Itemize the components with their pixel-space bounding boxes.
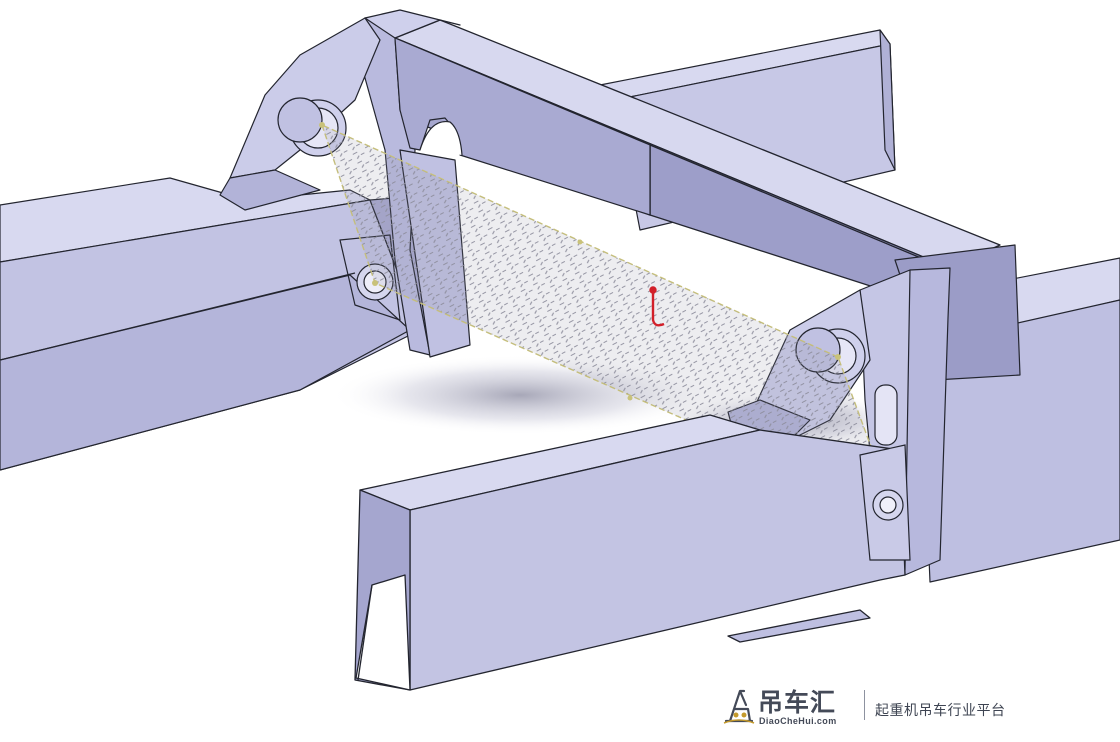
watermark-logo-text: 吊车汇: [758, 688, 837, 717]
crane-icon: [723, 689, 755, 724]
site-watermark: 吊车汇 DiaoCheHui.com 起重机吊车行业平台: [718, 682, 1058, 730]
watermark-tagline: 起重机吊车行业平台: [875, 703, 1006, 719]
front-rail-beam[interactable]: [354, 414, 906, 691]
right-leg-bottom-detail: [859, 444, 911, 561]
watermark-domain: DiaoCheHui.com: [759, 716, 837, 726]
watermark-divider: [864, 690, 865, 720]
origin-axis-marker[interactable]: [649, 286, 665, 327]
